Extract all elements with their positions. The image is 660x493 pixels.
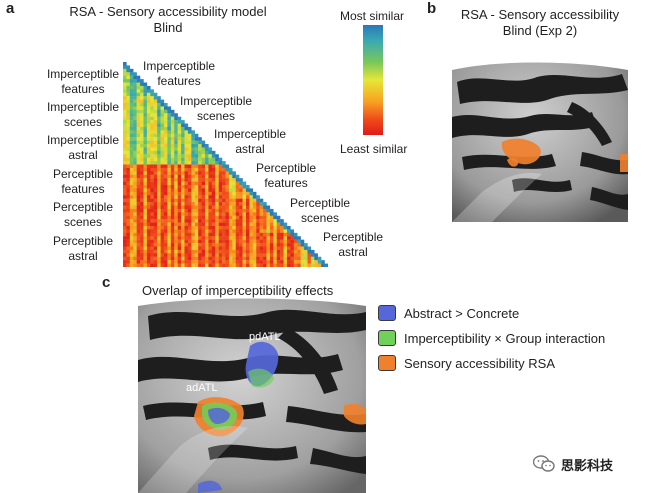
- brain-surface-c: [138, 298, 366, 493]
- legend-item-sensory-rsa: Sensory accessibility RSA: [378, 353, 555, 373]
- panel-a-letter: a: [6, 0, 15, 17]
- legend-item-imperceptibility-group: Imperceptibility × Group interaction: [378, 328, 605, 348]
- panel-b-letter: b: [427, 0, 437, 17]
- panel-c-title: Overlap of imperceptibility effects: [142, 283, 334, 298]
- panel-b-subtitle: Blind (Exp 2): [502, 23, 578, 38]
- legend-item-abstract-concrete: Abstract > Concrete: [378, 303, 519, 323]
- panel-a-subtitle: Blind: [153, 20, 183, 35]
- panel-c-letter: c: [102, 274, 111, 291]
- colorbar-top-label: Most similar: [340, 9, 405, 23]
- legend-swatch-green: [378, 330, 396, 346]
- panel-a-title: RSA - Sensory accessibility model: [69, 4, 267, 19]
- similarity-matrix: [123, 62, 328, 267]
- legend-swatch-blue: [378, 305, 396, 321]
- brain-surface-b: [452, 62, 628, 222]
- brain-label-adatl: adATL: [186, 382, 218, 394]
- colorbar-bottom-label: Least similar: [340, 142, 408, 156]
- watermark: 思影科技: [533, 455, 613, 473]
- wechat-icon: [533, 455, 555, 472]
- colorbar: [363, 25, 383, 135]
- watermark-text: 思影科技: [561, 457, 614, 473]
- brain-label-pdatl: pdATL: [249, 331, 281, 343]
- legend-swatch-orange: [378, 355, 396, 371]
- panel-b-title: RSA - Sensory accessibility: [460, 7, 620, 22]
